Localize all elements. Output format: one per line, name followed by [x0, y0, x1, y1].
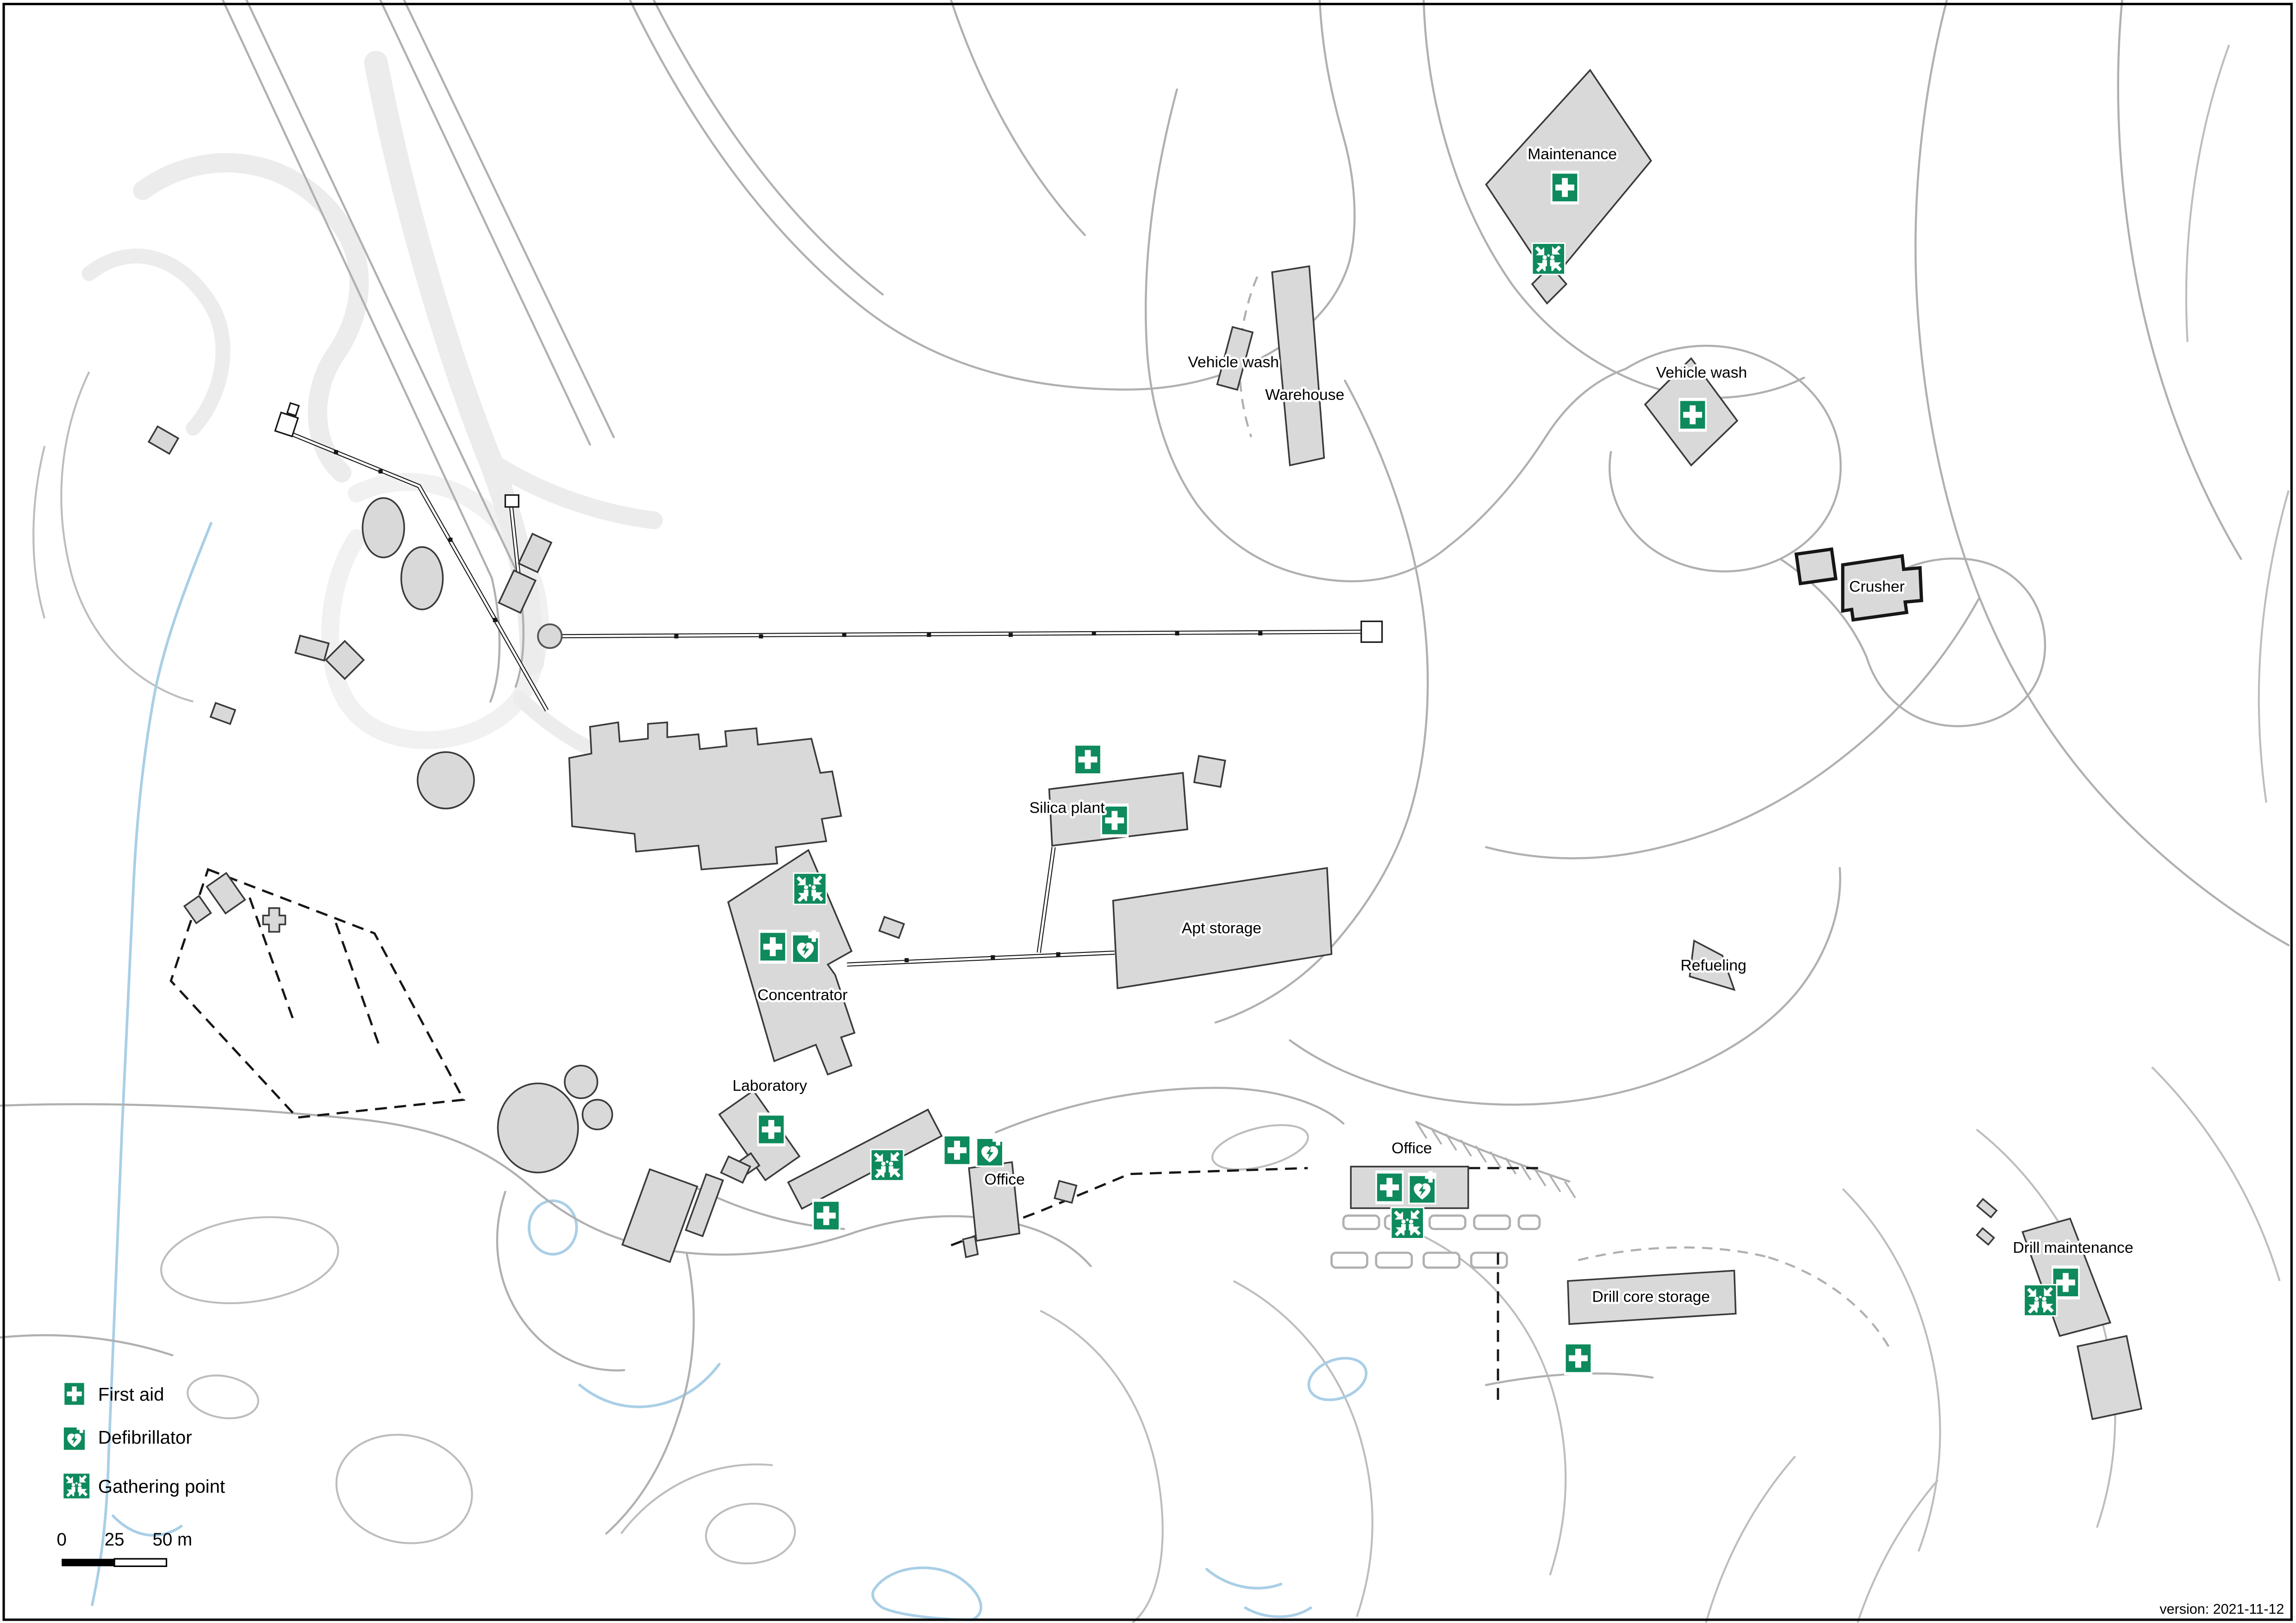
scale-tick-0: 0 — [57, 1530, 67, 1549]
label-office-east: Office — [1391, 1139, 1432, 1157]
buildings — [147, 68, 2143, 1420]
first-aid-icon — [942, 1133, 971, 1168]
water-features — [91, 522, 1368, 1621]
legend-label-defibrillator: Defibrillator — [98, 1427, 192, 1448]
label-laboratory: Laboratory — [732, 1077, 807, 1094]
gathering-point-icon — [2023, 1284, 2058, 1317]
label-silica-plant: Silica plant — [1029, 799, 1105, 817]
first-aid-icon — [1375, 1170, 1404, 1205]
label-office-west: Office — [985, 1170, 1025, 1188]
first-aid-icon — [1678, 398, 1707, 432]
first-aid-icon — [812, 1199, 841, 1233]
parking-stalls — [1330, 1214, 1541, 1269]
legend-gathering-point-icon — [62, 1472, 91, 1500]
label-apt-storage: Apt storage — [1182, 920, 1261, 937]
contour-lines — [32, 44, 2290, 1623]
legend-label-gathering-point: Gathering point — [98, 1476, 225, 1497]
label-concentrator: Concentrator — [757, 986, 848, 1004]
label-drill-maintenance: Drill maintenance — [2013, 1239, 2133, 1256]
legend-first-aid-icon — [63, 1380, 86, 1407]
first-aid-icon — [1564, 1341, 1592, 1375]
label-vehicle-wash-east: Vehicle wash — [1656, 364, 1747, 381]
gathering-point-icon — [792, 872, 827, 905]
label-maintenance: Maintenance — [1528, 145, 1617, 163]
scale-tick-1: 25 — [105, 1530, 125, 1549]
first-aid-icon — [1073, 742, 1102, 777]
label-refueling: Refueling — [1680, 957, 1746, 974]
first-aid-icon — [757, 1112, 786, 1147]
gathering-point-icon — [1390, 1206, 1425, 1240]
label-vehicle-wash-west: Vehicle wash — [1188, 354, 1279, 371]
first-aid-icon — [758, 930, 787, 964]
defibrillator-icon — [1408, 1171, 1436, 1205]
conveyors — [274, 402, 1383, 967]
label-drill-core-storage: Drill core storage — [1592, 1288, 1710, 1306]
legend-defibrillator-icon — [62, 1423, 87, 1451]
gathering-point-icon — [870, 1149, 905, 1181]
legend-label-first-aid: First aid — [98, 1384, 164, 1405]
version-label: version: 2021-11-12 — [2159, 1601, 2284, 1617]
label-warehouse: Warehouse — [1265, 386, 1344, 404]
first-aid-icon — [1551, 170, 1579, 205]
dashed-boundaries — [169, 868, 1546, 1403]
defibrillator-icon — [975, 1134, 1004, 1168]
map-border — [2, 3, 2293, 1621]
defibrillator-icon — [791, 930, 820, 964]
scale-tick-2: 50 m — [153, 1530, 193, 1549]
gathering-point-icon — [1531, 242, 1566, 275]
safety-markers — [757, 170, 2080, 1375]
terrain-tracks — [81, 50, 680, 777]
conveyor-supports — [334, 450, 1263, 963]
label-crusher: Crusher — [1849, 578, 1905, 595]
scale-bar: 0 25 50 m — [57, 1530, 193, 1567]
